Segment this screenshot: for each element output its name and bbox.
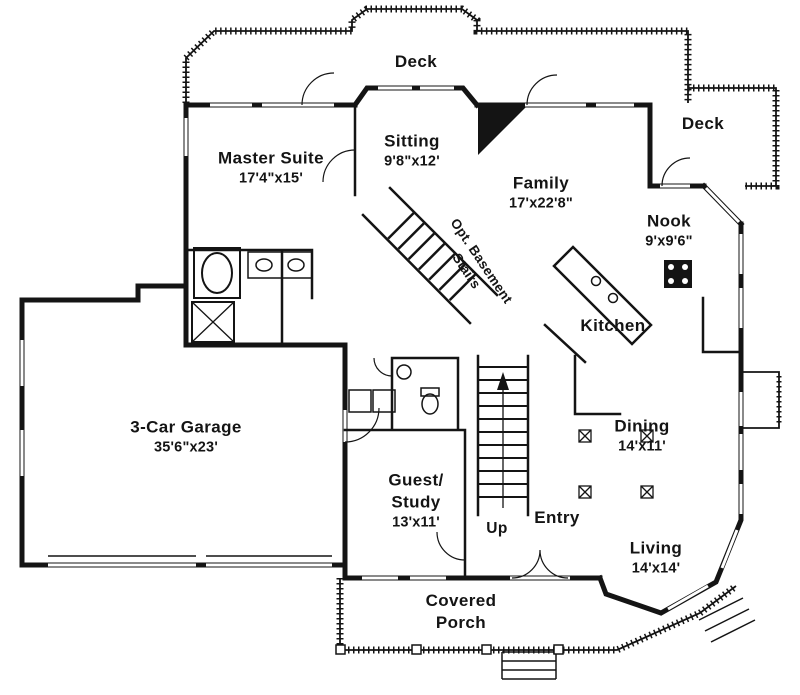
room-label-dining: Dining 14'x11' <box>614 416 669 457</box>
guest-line2: Study <box>391 492 441 512</box>
porch-line1: Covered <box>425 590 497 610</box>
room-label-guest-study: Guest/ Study 13'x11' <box>388 469 443 532</box>
deck-top-name: Deck <box>394 51 438 71</box>
room-label-master-suite: Master Suite 17'4"x15' <box>218 148 324 189</box>
room-label-deck-top: Deck <box>395 51 437 73</box>
label-stairs-up: Up <box>486 519 507 539</box>
room-label-living: Living 14'x14' <box>630 538 682 579</box>
room-label-family: Family 17'x22'8" <box>509 173 573 214</box>
deck-right-name: Deck <box>681 113 725 133</box>
room-label-sitting: Sitting 9'8"x12' <box>384 131 440 172</box>
room-label-entry: Entry <box>534 507 579 529</box>
guest-bath-fixtures <box>396 364 440 415</box>
column-markers <box>578 429 654 499</box>
dining-name: Dining <box>614 416 670 436</box>
guest-dims: 13'x11' <box>392 514 440 531</box>
entry-name: Entry <box>534 507 580 527</box>
kitchen-island <box>552 245 653 346</box>
living-name: Living <box>629 538 683 558</box>
room-label-covered-porch: Covered Porch <box>426 590 497 634</box>
dining-dims: 14'x11' <box>618 438 666 455</box>
kitchen-name: Kitchen <box>580 315 646 335</box>
room-label-deck-right: Deck <box>682 113 724 135</box>
garage-dims: 35'6"x23' <box>154 439 218 456</box>
room-label-garage: 3-Car Garage 35'6"x23' <box>130 417 242 458</box>
master-suite-name: Master Suite <box>218 148 324 168</box>
door-swings <box>301 72 691 579</box>
room-label-nook: Nook 9'x9'6" <box>645 211 692 252</box>
family-name: Family <box>512 173 570 193</box>
family-dims: 17'x22'8" <box>509 195 573 212</box>
cooktop-icon <box>664 260 692 288</box>
room-label-kitchen: Kitchen <box>580 315 645 337</box>
stairs-up-arrow <box>497 372 509 390</box>
sitting-dims: 9'8"x12' <box>384 153 440 170</box>
laundry-appliances <box>348 389 396 413</box>
stairs-up-text: Up <box>486 519 508 537</box>
basement-stairs-treads <box>387 212 483 308</box>
porch-posts <box>335 644 564 655</box>
master-suite-dims: 17'4"x15' <box>239 170 303 187</box>
garage-name: 3-Car Garage <box>130 417 242 437</box>
fireplace <box>478 107 526 155</box>
porch-steps <box>501 597 756 680</box>
window-symbols <box>20 86 743 611</box>
sitting-name: Sitting <box>384 131 440 151</box>
nook-name: Nook <box>646 211 692 231</box>
guest-line1: Guest/ <box>388 470 444 490</box>
nook-dims: 9'x9'6" <box>645 233 693 250</box>
living-dims: 14'x14' <box>631 560 681 577</box>
porch-line2: Porch <box>435 613 487 632</box>
deck-railings <box>182 5 782 654</box>
exterior-walls <box>19 85 745 616</box>
master-bath-fixtures <box>191 247 313 343</box>
